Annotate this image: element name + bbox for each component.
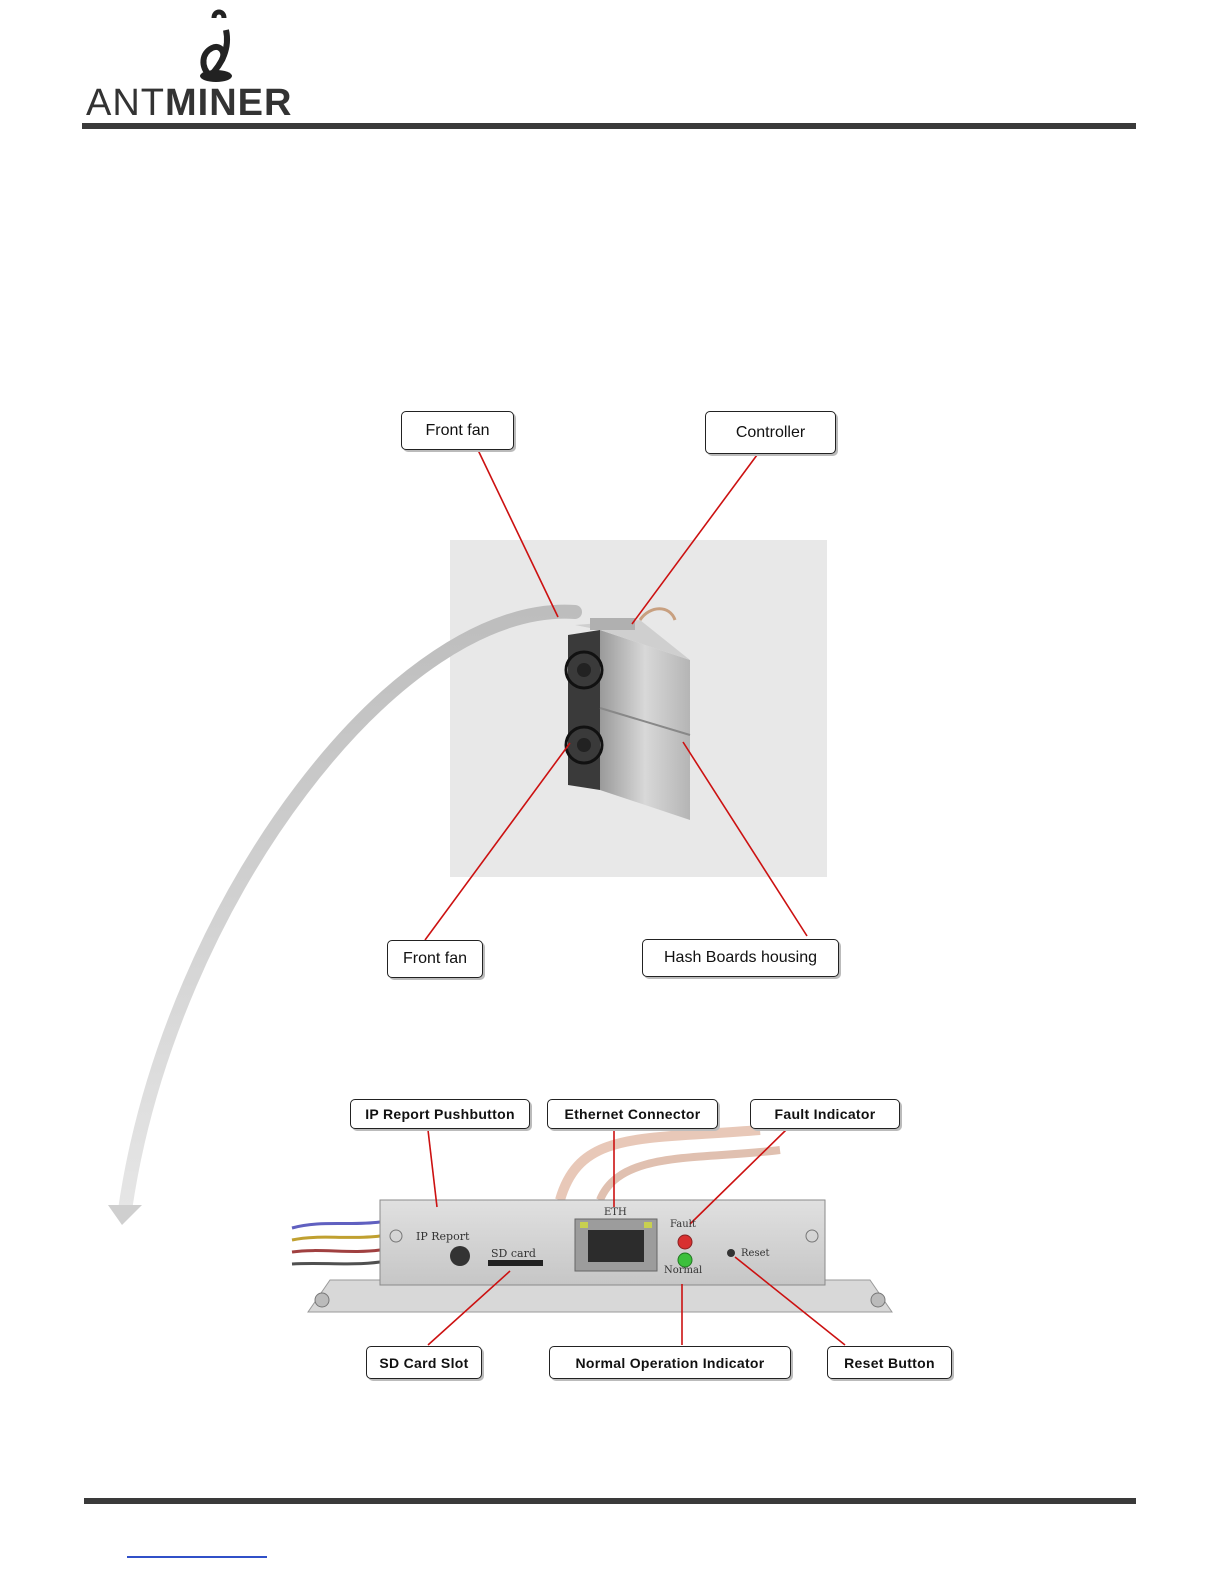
callout-normal-operation-indicator: Normal Operation Indicator [549, 1346, 791, 1379]
panel-label-fault: Fault [670, 1219, 696, 1230]
panel-label-ip-report: IP Report [416, 1230, 469, 1243]
reset-button-icon [727, 1249, 735, 1257]
callout-hash-boards-housing: Hash Boards housing [642, 939, 839, 977]
screw-icon [315, 1293, 329, 1307]
sd-slot-icon [488, 1260, 543, 1266]
callout-fault-indicator: Fault Indicator [750, 1099, 900, 1129]
footer-rule [84, 1498, 1136, 1504]
zoom-arrow-head [108, 1205, 142, 1225]
controller-unit [292, 1130, 892, 1312]
callout-ethernet-connector: Ethernet Connector [547, 1099, 718, 1129]
callout-controller: Controller [705, 411, 836, 454]
callout-front-fan-top: Front fan [401, 411, 514, 450]
miner-unit [566, 609, 690, 820]
panel-label-sd-card: SD card [491, 1247, 536, 1260]
screw-icon [871, 1293, 885, 1307]
fault-led-icon [678, 1235, 692, 1249]
callout-reset-button: Reset Button [827, 1346, 952, 1379]
callout-ip-report-pushbutton: IP Report Pushbutton [350, 1099, 530, 1129]
panel-label-reset: Reset [741, 1248, 770, 1259]
callout-sd-card-slot: SD Card Slot [366, 1346, 482, 1379]
panel-label-eth: ETH [604, 1207, 627, 1218]
panel-label-normal: Normal [664, 1265, 702, 1276]
ip-report-button-icon [450, 1246, 470, 1266]
callout-front-fan-bottom: Front fan [387, 940, 483, 978]
footer-link-underline[interactable] [127, 1556, 267, 1558]
